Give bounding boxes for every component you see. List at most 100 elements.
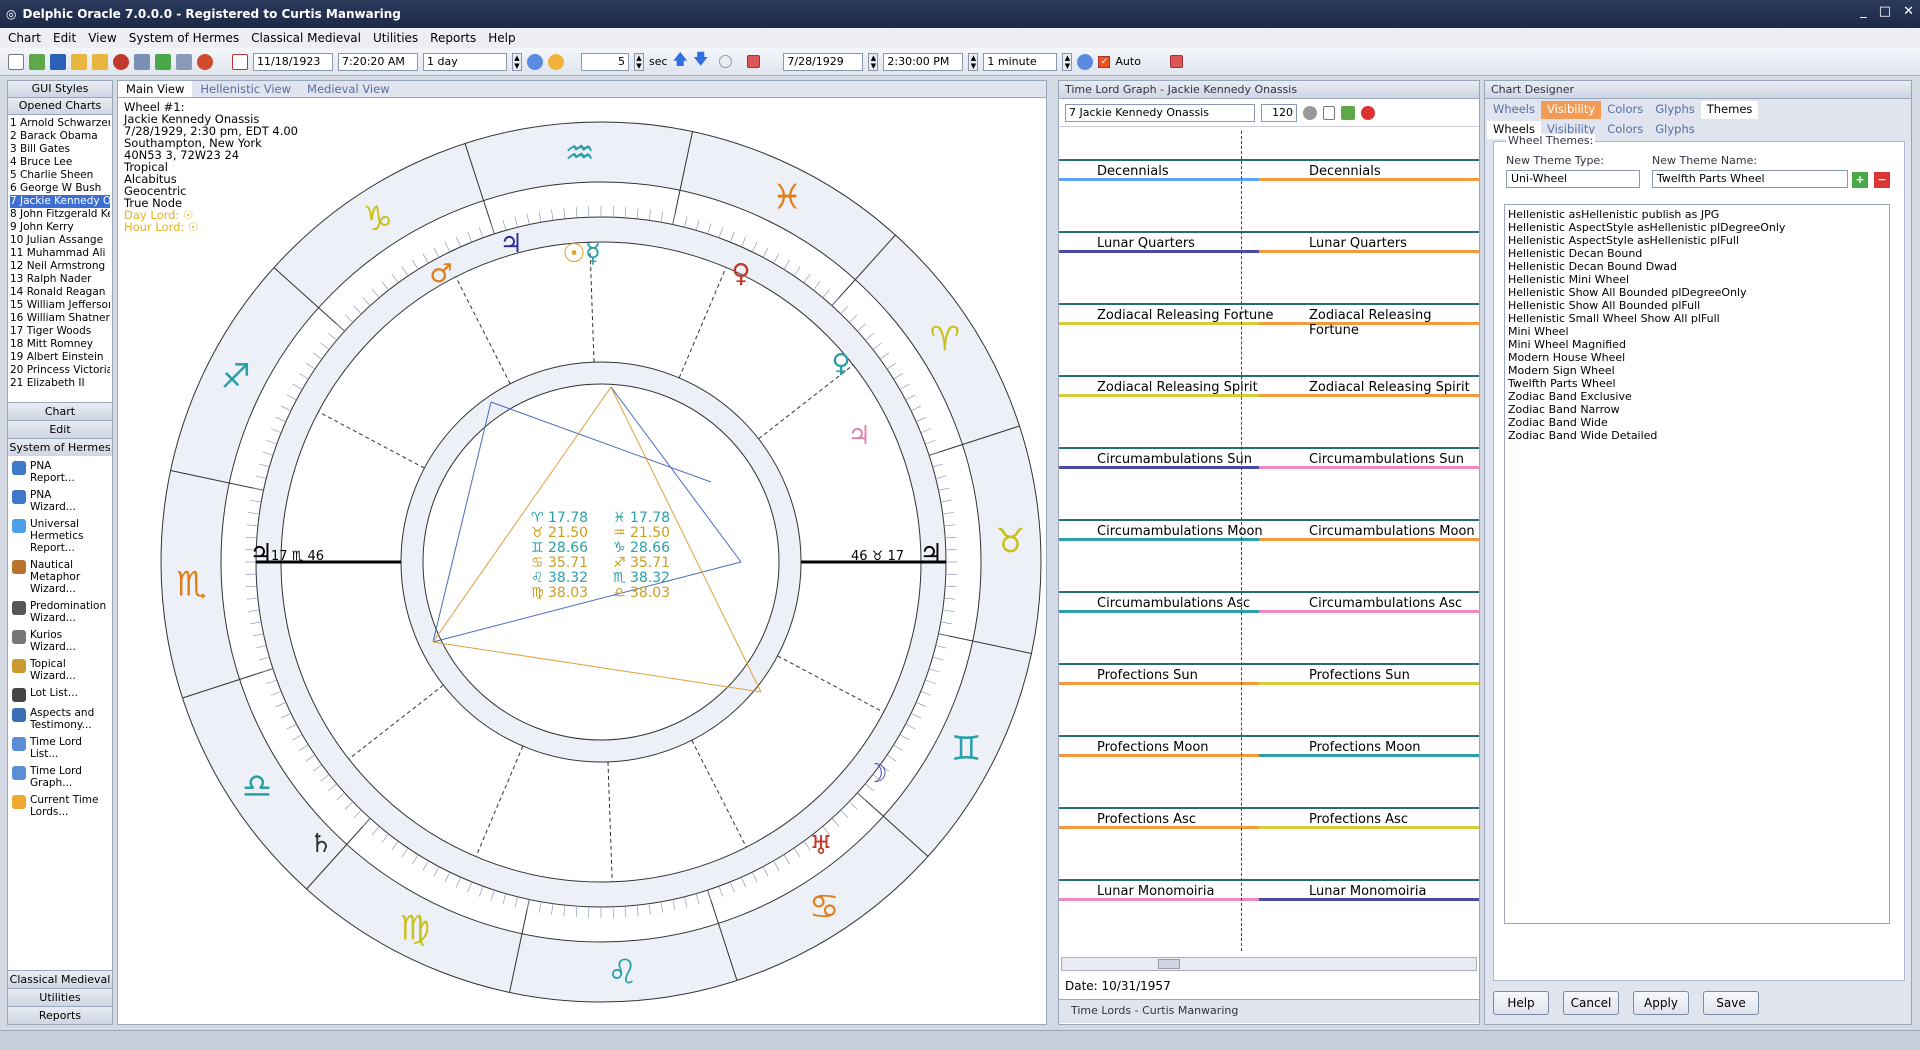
- chart-list-item[interactable]: 14 Ronald Reagan: [10, 286, 106, 298]
- chart-list-item[interactable]: 12 Neil Armstrong: [10, 260, 106, 272]
- maximize-icon[interactable]: □: [1878, 4, 1892, 19]
- theme-list-item[interactable]: Hellenistic Show All Bounded plFull: [1508, 299, 1701, 312]
- chart-list-item[interactable]: 2 Barack Obama: [10, 130, 98, 142]
- chart-list-item[interactable]: 5 Charlie Sheen: [10, 169, 94, 181]
- tab-colors[interactable]: Colors: [1607, 102, 1644, 116]
- hermes-nav-item[interactable]: Lot List...: [12, 687, 108, 702]
- theme-list-item[interactable]: Mini Wheel: [1508, 325, 1569, 338]
- refresh-icon[interactable]: [29, 53, 45, 70]
- tab-main-view[interactable]: Main View: [118, 81, 193, 97]
- folder-icon[interactable]: [92, 53, 108, 70]
- arrow-up-icon[interactable]: 🡅: [672, 50, 688, 68]
- globe-icon[interactable]: [197, 53, 213, 70]
- theme-list-item[interactable]: Mini Wheel Magnified: [1508, 338, 1626, 351]
- theme-list-item[interactable]: Hellenistic AspectStyle asHellenistic pl…: [1508, 234, 1739, 247]
- time-input-1[interactable]: 7:20:20 AM: [338, 52, 418, 71]
- new-icon[interactable]: [8, 53, 24, 70]
- chart-list-item[interactable]: 7 Jackie Kennedy Onassis: [10, 195, 110, 208]
- apply-button[interactable]: Apply: [1633, 991, 1689, 1015]
- chart-list-item[interactable]: 18 Mitt Romney: [10, 338, 94, 350]
- chart-selector[interactable]: 7 Jackie Kennedy Onassis: [1065, 103, 1255, 122]
- edit-icon[interactable]: [176, 53, 192, 70]
- cancel-button[interactable]: Cancel: [1563, 991, 1619, 1015]
- calendar-icon[interactable]: [232, 53, 248, 70]
- chart-list-item[interactable]: 13 Ralph Nader: [10, 273, 92, 285]
- chart-list-item[interactable]: 9 John Kerry: [10, 221, 74, 233]
- close-icon[interactable]: ✕: [1903, 4, 1914, 19]
- clock-icon[interactable]: [548, 53, 564, 70]
- theme-list-item[interactable]: Zodiac Band Wide Detailed: [1508, 429, 1658, 442]
- section-classical-medieval[interactable]: Classical Medieval: [8, 970, 112, 988]
- tab-glyphs[interactable]: Glyphs: [1655, 102, 1695, 116]
- section-reports[interactable]: Reports: [8, 1006, 112, 1024]
- theme-list-item[interactable]: Hellenistic Decan Bound: [1508, 247, 1643, 260]
- remove-theme-icon[interactable]: −: [1874, 172, 1890, 188]
- date-spinner-2[interactable]: ▲▼: [868, 52, 879, 71]
- chart-list-item[interactable]: 16 William Shatner: [10, 312, 110, 324]
- auto-checkbox[interactable]: ✓: [1098, 55, 1111, 68]
- theme-list-item[interactable]: Twelfth Parts Wheel: [1508, 377, 1616, 390]
- chart-list-item[interactable]: 11 Muhammad Ali: [10, 247, 106, 259]
- theme-list-item[interactable]: Hellenistic Small Wheel Show All plFull: [1508, 312, 1720, 325]
- document-icon[interactable]: [1323, 105, 1335, 120]
- theme-name-input[interactable]: Twelfth Parts Wheel: [1652, 170, 1848, 188]
- step-input-2[interactable]: 1 minute: [983, 52, 1058, 71]
- chart-wheel-icon[interactable]: [113, 53, 129, 70]
- horizontal-scrollbar[interactable]: [1061, 957, 1477, 971]
- theme-list-item[interactable]: Zodiac Band Wide: [1508, 416, 1608, 429]
- menu-utilities[interactable]: Utilities: [373, 31, 419, 45]
- chart-list-item[interactable]: 8 John Fitzgerald Kennedy: [10, 208, 110, 220]
- chart-list-item[interactable]: 19 Albert Einstein: [10, 351, 104, 363]
- menu-classical-medieval[interactable]: Classical Medieval: [251, 31, 361, 45]
- section-system-of-hermes[interactable]: System of Hermes: [8, 438, 112, 456]
- arrow-down-icon[interactable]: 🡇: [692, 50, 709, 68]
- refresh-icon[interactable]: [1341, 105, 1355, 120]
- help-button[interactable]: Help: [1493, 991, 1549, 1015]
- chart-list-item[interactable]: 3 Bill Gates: [10, 143, 70, 155]
- chart-list-item[interactable]: 10 Julian Assange: [10, 234, 104, 246]
- time-spinner-2[interactable]: ▲▼: [968, 52, 979, 71]
- menu-reports[interactable]: Reports: [430, 31, 477, 45]
- minimize-icon[interactable]: _: [1860, 4, 1867, 19]
- subtab-glyphs[interactable]: Glyphs: [1655, 122, 1695, 136]
- date-input-1[interactable]: 11/18/1923: [253, 52, 333, 71]
- count-spinner[interactable]: ▲▼: [634, 52, 644, 71]
- section-chart[interactable]: Chart: [8, 402, 112, 420]
- tab-visibility[interactable]: Visibility: [1541, 101, 1602, 119]
- time-lord-footer-tab[interactable]: Time Lords - Curtis Manwaring: [1059, 999, 1479, 1023]
- chart-list-item[interactable]: 4 Bruce Lee: [10, 156, 73, 168]
- chart-list-item[interactable]: 20 Princess Victoria: [10, 364, 110, 376]
- theme-list-item[interactable]: Hellenistic Show All Bounded plDegreeOnl…: [1508, 286, 1747, 299]
- table-icon[interactable]: [134, 53, 150, 70]
- chart-list-item[interactable]: 15 William Jefferson Clinton: [10, 299, 110, 311]
- theme-list-item[interactable]: Hellenistic asHellenistic publish as JPG: [1508, 208, 1720, 221]
- chart-list-item[interactable]: 21 Elizabeth II: [10, 377, 85, 389]
- tab-hellenistic-view[interactable]: Hellenistic View: [200, 82, 292, 96]
- menu-help[interactable]: Help: [488, 31, 516, 45]
- theme-list-item[interactable]: Modern Sign Wheel: [1508, 364, 1615, 377]
- gear-icon[interactable]: [1303, 105, 1317, 120]
- tab-themes[interactable]: Themes: [1700, 101, 1759, 119]
- chart-wheel[interactable]: ♏♎♍♌♋♊♉♈♓♒♑♐♈ 17.78♉ 21.50♊ 28.66♋ 35.71…: [118, 99, 1046, 1024]
- theme-list-item[interactable]: Hellenistic Mini Wheel: [1508, 273, 1630, 286]
- chart-list-item[interactable]: 1 Arnold Schwarzenegger: [10, 117, 110, 129]
- menu-chart[interactable]: Chart: [8, 31, 41, 45]
- add-theme-icon[interactable]: +: [1852, 172, 1868, 188]
- check-icon[interactable]: [155, 53, 171, 70]
- count-input[interactable]: 5: [581, 52, 629, 71]
- save-icon[interactable]: [50, 53, 66, 70]
- menu-view[interactable]: View: [88, 31, 117, 45]
- save-button[interactable]: Save: [1703, 991, 1759, 1015]
- step-input-1[interactable]: 1 day: [423, 52, 507, 71]
- section-utilities[interactable]: Utilities: [8, 988, 112, 1006]
- theme-list-item[interactable]: Modern House Wheel: [1508, 351, 1626, 364]
- menu-system-of-hermes[interactable]: System of Hermes: [128, 31, 240, 45]
